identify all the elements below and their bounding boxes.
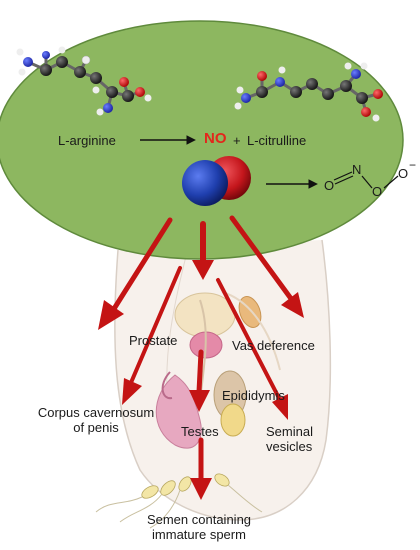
l-citrulline-label: L-citrulline — [247, 133, 307, 148]
peroxynitrite-atom-o2: O — [372, 184, 383, 199]
arrow-to-prostate — [192, 221, 214, 280]
arrow-to-vas-deference — [229, 215, 304, 318]
arrow-to-seminal-vesicles — [216, 278, 288, 420]
l-citrulline-molecule — [234, 62, 383, 122]
semen-line1: Semen containing — [146, 512, 252, 527]
corpus-cavernosum-label: Corpus cavernosum of penis — [22, 405, 170, 435]
corpus-cavernosum-line2: of penis — [73, 420, 119, 435]
semen-label: Semen containing immature sperm — [124, 512, 274, 542]
corpus-cavernosum-line1: Corpus cavernosum — [37, 405, 155, 420]
l-arginine-molecule — [16, 46, 152, 116]
arrow-to-semen — [190, 437, 212, 500]
sperm-illustration — [95, 473, 263, 529]
peroxynitrite-atom-o1: O — [324, 178, 335, 193]
no-molecule — [182, 156, 251, 206]
seminal-vesicles-label: Seminal vesicles — [266, 424, 313, 454]
red-arrows — [98, 215, 304, 500]
plus-sign: + — [233, 133, 241, 148]
vas-deference-label: Vas deference — [232, 338, 315, 353]
seminal-vesicles-line2: vesicles — [266, 439, 313, 454]
peroxynitrite-structure — [333, 171, 399, 189]
reproductive-organs-illustration — [155, 291, 281, 449]
seminal-vesicles-line1: Seminal — [266, 424, 313, 439]
arrow-to-testes — [189, 349, 210, 412]
prostate-label: Prostate — [129, 333, 178, 348]
peroxynitrite-atom-o3: O — [398, 166, 409, 181]
peroxynitrite-atom-n: N — [352, 162, 362, 177]
no-label: NO — [204, 130, 227, 147]
l-arginine-label: L-arginine — [58, 133, 116, 148]
semen-line2: immature sperm — [152, 527, 246, 542]
arrow-to-corpus — [98, 217, 173, 330]
arrow-to-corpus-lower — [122, 266, 182, 405]
epididymis-label: Epididymis — [222, 388, 285, 403]
peroxynitrite-charge: − — [409, 158, 417, 172]
testes-label: Testes — [181, 424, 219, 439]
